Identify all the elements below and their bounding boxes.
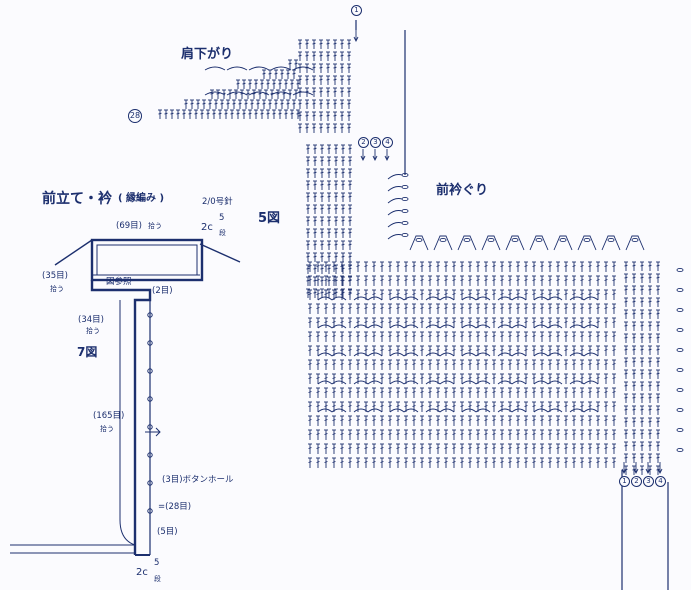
row-marker-mid-3: 3 <box>370 137 381 148</box>
pickup-165: (165目) <box>93 411 125 421</box>
placket-inner <box>119 300 136 546</box>
placket-outline <box>90 280 152 555</box>
stitches-2: (2目) <box>152 286 173 296</box>
row-28-marker: 28 <box>128 109 142 123</box>
pickup-34-suffix: 拾う <box>86 327 100 335</box>
pickup-165-suffix: 拾う <box>100 425 114 433</box>
pickup-35: (35目) <box>42 271 68 281</box>
row-marker-bottom-1: 1 <box>619 476 630 487</box>
cm-top-unit: 段 <box>219 229 226 237</box>
shoulder-line-left <box>54 239 93 266</box>
stitches-5: (5目) <box>157 527 178 537</box>
row-marker-mid-2: 2 <box>358 137 369 148</box>
row-marker-mid-4: 4 <box>382 137 393 148</box>
panel-title: 前立て・衿 <box>42 191 112 207</box>
pickup-69: (69目) <box>116 221 142 231</box>
cm-bottom-fraction: 5 <box>154 558 160 568</box>
collar-block <box>90 238 204 282</box>
diagram-reference: 図参照 <box>106 277 132 287</box>
figure-5-label: 5図 <box>258 211 281 226</box>
cm-top-fraction: 5 <box>219 213 225 223</box>
shoulder-slope-label: 肩下がり <box>181 47 234 62</box>
stitches-28: =(28目) <box>158 502 192 512</box>
cm-bottom-unit: 段 <box>154 575 161 583</box>
pickup-35-suffix: 拾う <box>50 285 64 293</box>
cm-top: 2c <box>201 222 213 233</box>
needle-size: 2/0号針 <box>202 197 233 207</box>
buttonhole-label: (3目)ボタンホール <box>162 475 234 485</box>
collar-inner <box>96 244 198 276</box>
row-marker-bottom-4: 4 <box>655 476 666 487</box>
panel-title-paren: ( 縁編み ) <box>118 193 165 204</box>
cm-bottom: 2c <box>136 567 148 578</box>
front-neckline-label: 前衿ぐり <box>436 183 489 198</box>
shoulder-line-right <box>199 243 241 263</box>
figure-7-label: 7図 <box>77 345 98 359</box>
pickup-69-suffix: 拾う <box>148 222 162 230</box>
row-marker-top-1: 1 <box>351 5 362 16</box>
row-marker-bottom-3: 3 <box>643 476 654 487</box>
pickup-34: (34目) <box>78 315 104 325</box>
row-marker-bottom-2: 2 <box>631 476 642 487</box>
